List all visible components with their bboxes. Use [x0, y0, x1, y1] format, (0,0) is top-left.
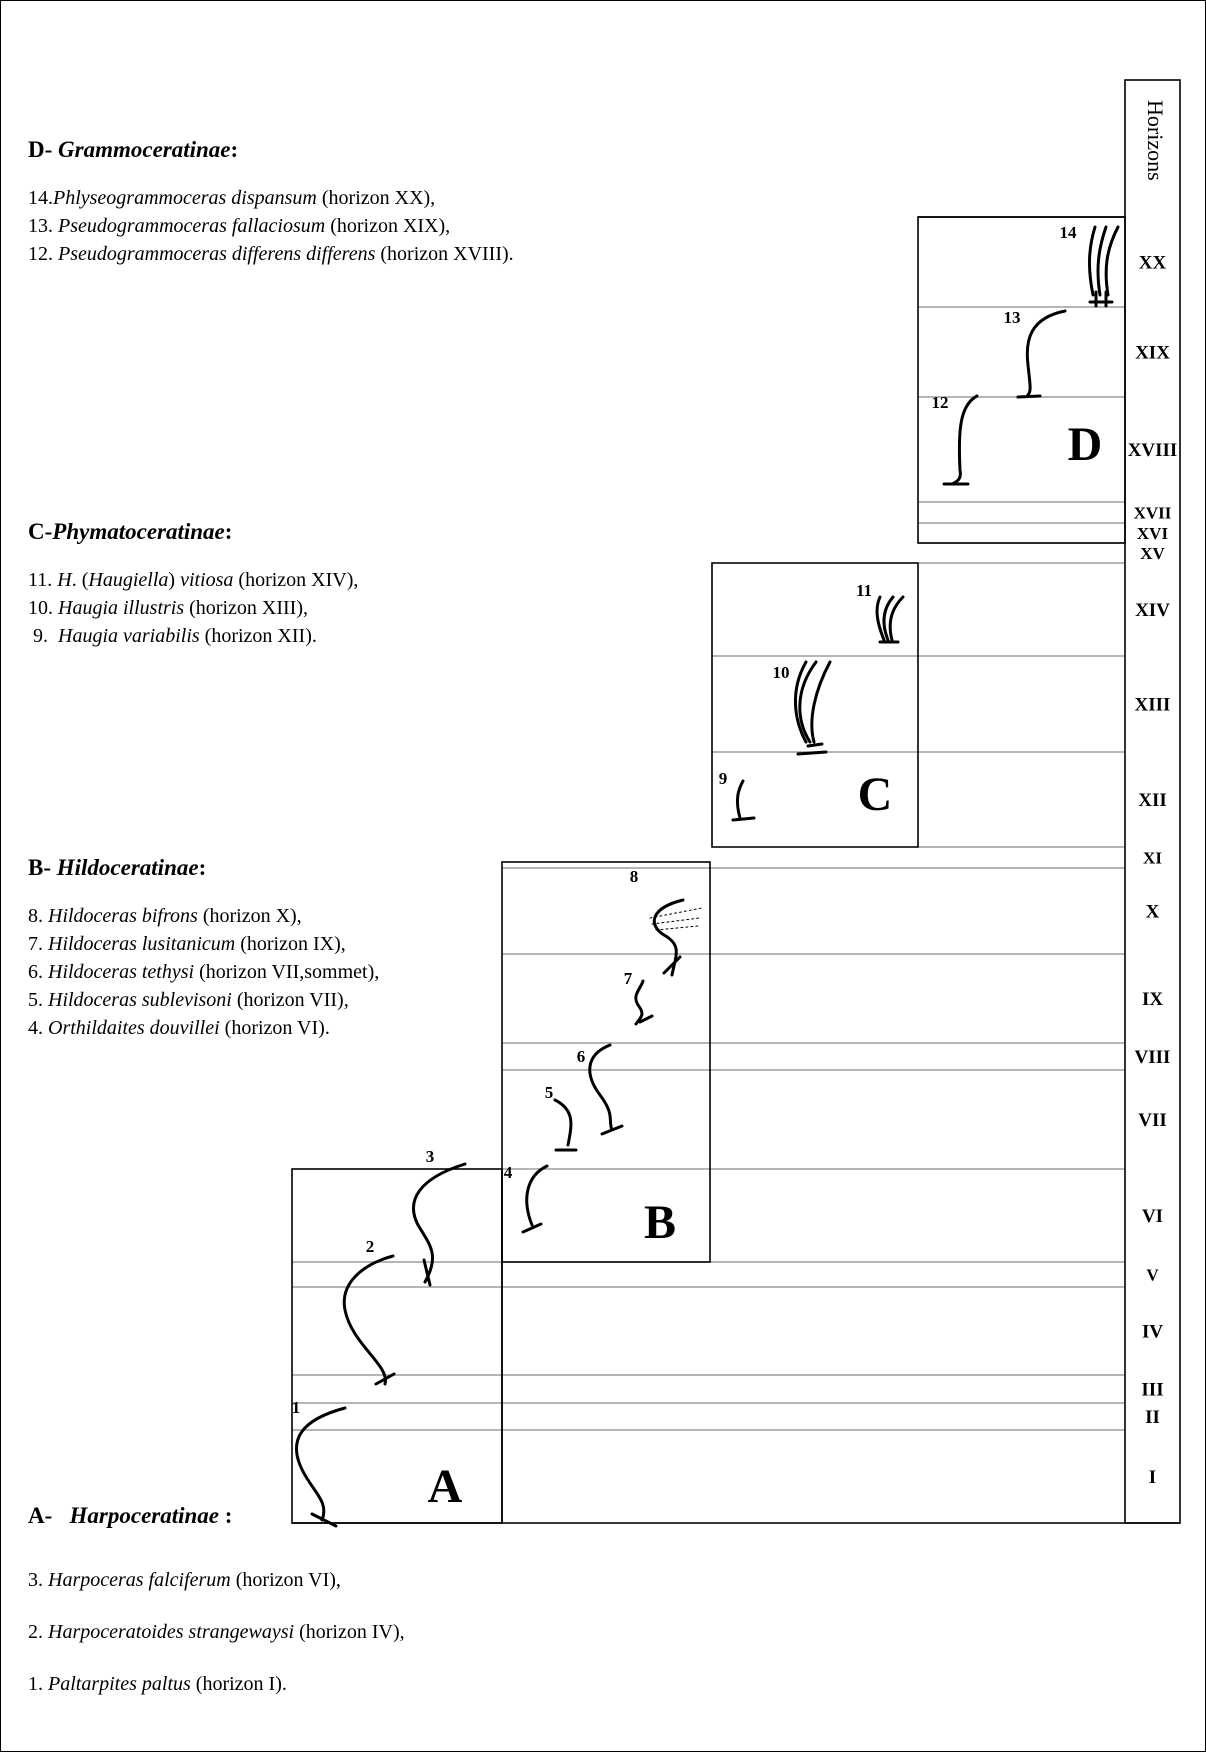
legend-group-c: C-Phymatoceratinae: 11. H. (Haugiella) v… [28, 518, 358, 650]
legend-group-b: B- Hildoceratinae: 8. Hildoceras bifrons… [28, 854, 379, 1042]
lineage-number: 10 [773, 663, 790, 682]
lineage-curve-8 [652, 898, 685, 977]
lineage-curve-11 [875, 595, 905, 644]
horizon-label: VII [1138, 1110, 1167, 1131]
legend-item-5: 5. Hildoceras sublevisoni (horizon VII), [28, 989, 349, 1011]
lineage-number: 8 [630, 867, 639, 886]
block-label: B [644, 1196, 676, 1249]
lineage-number: 14 [1060, 223, 1078, 242]
legend-item-6: 6. Hildoceras tethysi (horizon VII,somme… [28, 961, 380, 983]
lineage-8-dots [649, 907, 703, 931]
block-frame-a [291, 1168, 503, 1524]
legend-item-7: 7. Hildoceras lusitanicum (horizon IX), [28, 933, 346, 955]
horizon-label: VIII [1135, 1047, 1171, 1068]
block-labels: A B C D [428, 418, 1103, 1513]
block-frame-c [711, 562, 919, 848]
legend-heading-b: B- Hildoceratinae: [28, 855, 207, 880]
lineage-number: 3 [426, 1147, 435, 1166]
lineage-curve-10 [794, 660, 832, 756]
legend-item-11: 11. H. (Haugiella) vitiosa (horizon XIV)… [28, 569, 359, 591]
horizon-label: II [1145, 1407, 1160, 1428]
lineage-number: 13 [1004, 308, 1021, 327]
horizon-label: V [1146, 1265, 1159, 1284]
horizon-label: I [1149, 1467, 1156, 1488]
lineage-curve-9 [731, 779, 756, 822]
horizon-label: XI [1143, 848, 1162, 867]
horizons-column-title: Horizons [1143, 100, 1168, 181]
legend-item-10: 10. Haugia illustris (horizon XIII), [28, 597, 308, 619]
horizon-label: IV [1142, 1322, 1163, 1343]
horizon-label: XII [1138, 790, 1167, 811]
lineage-number: 11 [856, 581, 872, 600]
legend-item-3: 3. Harpoceras falciferum (horizon VI), [28, 1569, 341, 1591]
legend-heading-a: A- Harpoceratinae : [28, 1503, 233, 1528]
lineage-number: 7 [624, 969, 633, 988]
lineage-curve-3 [412, 1162, 467, 1287]
legend-item-8: 8. Hildoceras bifrons (horizon X), [28, 905, 302, 927]
legend-item-13: 13. Pseudogrammoceras fallaciosum (horiz… [28, 215, 451, 237]
block-label: A [428, 1460, 463, 1513]
lineage-number: 2 [366, 1237, 375, 1256]
lineage-number: 12 [932, 393, 949, 412]
legend-item-9: 9. Haugia variabilis (horizon XII). [28, 625, 317, 647]
legend-item-2: 2. Harpoceratoides strangewaysi (horizon… [28, 1621, 405, 1643]
horizon-label: XIII [1135, 695, 1171, 716]
legend-item-12: 12. Pseudogrammoceras differens differen… [28, 243, 514, 265]
legend-group-a: A- Harpoceratinae : [28, 1502, 232, 1530]
legend-heading-c: C-Phymatoceratinae: [28, 519, 233, 544]
lineage-curve-13 [1016, 309, 1067, 399]
lineage-curve-12 [942, 394, 979, 486]
horizon-label: IX [1142, 989, 1163, 1010]
block-frame-b [501, 861, 711, 1263]
lineage-number: 1 [292, 1398, 301, 1417]
lineage-curve-2 [342, 1254, 396, 1386]
block-frames [291, 79, 1181, 1524]
legend-item-1: 1. Paltarpites paltus (horizon I). [28, 1673, 287, 1695]
legend-heading-d: D- Grammoceratinae: [28, 137, 239, 162]
horizon-label: XV [1140, 544, 1165, 563]
horizon-label: VI [1142, 1206, 1163, 1227]
lineage-curve-4 [521, 1164, 549, 1234]
lineage-number: 4 [504, 1163, 513, 1182]
horizon-label: III [1141, 1380, 1163, 1401]
legend-items-a: 3. Harpoceras falciferum (horizon VI), 2… [28, 1566, 405, 1698]
lineage-curve-14 [1087, 225, 1120, 308]
horizon-labels: IIIIIIIVVVIVIIVIIIIXXXIXIIXIIIXIVXVXVIXV… [1128, 253, 1178, 1489]
horizon-label: XVI [1137, 524, 1169, 543]
lineage-number: 5 [545, 1083, 554, 1102]
horizon-label: X [1146, 902, 1160, 923]
lineage-curves [295, 225, 1120, 1528]
lineage-number: 9 [719, 769, 728, 788]
horizon-label: XVII [1134, 503, 1172, 522]
lineage-number: 6 [577, 1047, 586, 1066]
block-label: C [858, 768, 893, 821]
horizon-label: XIV [1135, 600, 1170, 621]
block-frame-d [917, 216, 1126, 544]
legend-item-14: 14.Phlyseogrammoceras dispansum (horizon… [28, 187, 436, 209]
lineage-curve-5 [553, 1098, 578, 1152]
horizon-label: XIX [1135, 343, 1170, 364]
lineage-curve-7 [634, 979, 654, 1026]
legend-item-4: 4. Orthildaites douvillei (horizon VI). [28, 1017, 330, 1039]
horizon-boundaries [292, 216, 1125, 1524]
legend-group-d: D- Grammoceratinae: 14.Phlyseogrammocera… [28, 136, 514, 268]
block-label: D [1068, 418, 1103, 471]
horizon-label: XVIII [1128, 440, 1178, 461]
horizon-label: XX [1139, 253, 1167, 274]
lineage-curve-6 [588, 1043, 624, 1136]
lineage-curve-1 [295, 1406, 347, 1528]
